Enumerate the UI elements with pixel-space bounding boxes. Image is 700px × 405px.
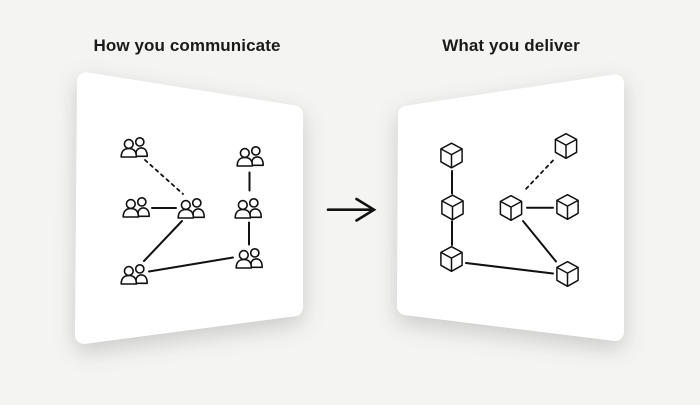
cube-icon-bottom-right bbox=[556, 260, 579, 288]
cube-icon-left-top bbox=[440, 142, 463, 169]
cube-icon-top-right bbox=[554, 132, 578, 160]
connection-left-bottom-bottom-right bbox=[465, 262, 554, 275]
connection-mid-center-bottom-left bbox=[143, 220, 183, 262]
right-arrow-icon bbox=[326, 197, 377, 222]
connection-bottom-left-bottom-right bbox=[148, 256, 234, 273]
connection-top-right-mid-center-dashed bbox=[523, 159, 554, 192]
communication-network bbox=[120, 137, 265, 285]
connection-top-left-mid-center-dashed bbox=[144, 159, 184, 195]
cube-icon-mid-right bbox=[556, 193, 579, 221]
delivery-network bbox=[440, 132, 579, 288]
cube-icon-mid-center bbox=[499, 194, 523, 222]
right-panel-title: What you deliver bbox=[442, 36, 580, 55]
connection-mid-center-bottom-right bbox=[522, 220, 557, 263]
cube-icon-left-mid bbox=[441, 194, 464, 221]
cube-icon-left-bottom bbox=[440, 245, 463, 273]
left-panel-title: How you communicate bbox=[93, 36, 281, 55]
